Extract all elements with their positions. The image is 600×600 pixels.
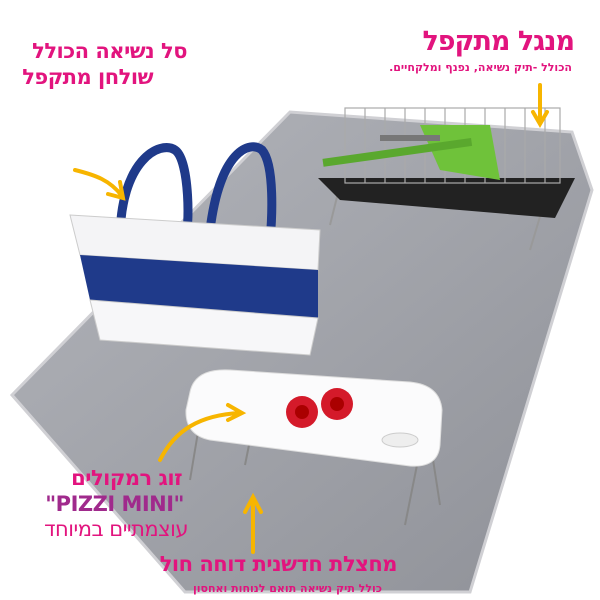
arrow-to-basket [73,168,126,201]
speakers-line1: זוג רמקולים [71,466,182,490]
speaker-pair [286,388,353,428]
arrow-to-grill [531,83,549,128]
basket-title-line1: סל נשיאה הכולל [32,39,187,63]
speakers-line2: "PIZZI MINI" [45,492,184,516]
speakers-line3: עוצמתיים במיוחד [44,517,188,541]
arrow-to-mat [243,492,263,554]
grill-subtitle: הכולל -תיק נשיאה, נפנף ומלקחיים. [389,61,572,74]
basket-title-line2: שולחן מתקפל [22,65,153,89]
arrow-to-table [158,403,247,462]
grill-title: מנגל מתקפל [422,26,575,57]
mat-title: מחצלת חדשנית דוחה חול [159,552,398,576]
folding-grill [318,107,575,251]
mat-subtitle: כולל תיק נשיאה תואם לנוחות ואחסון [192,582,382,595]
carry-basket [69,142,321,356]
